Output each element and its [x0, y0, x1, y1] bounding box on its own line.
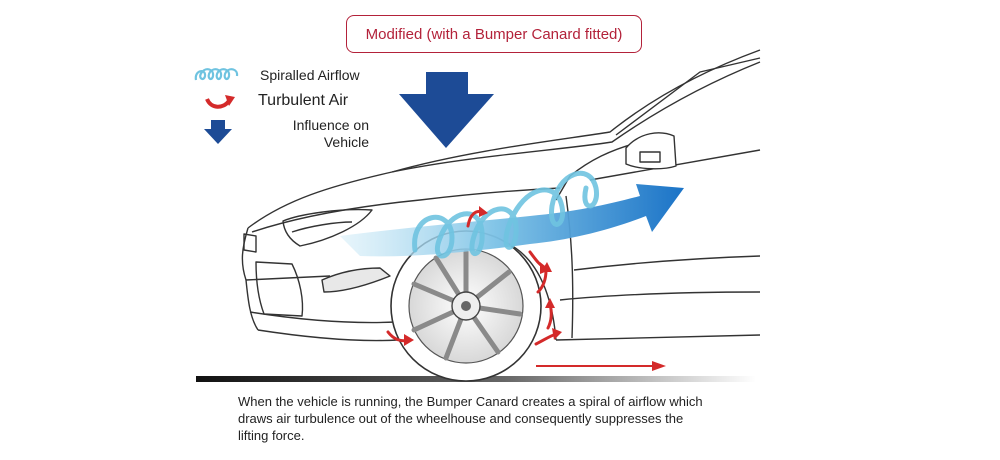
spiral-airflow-icon: [194, 68, 239, 81]
influence-arrow-icon: [204, 120, 232, 144]
legend-influence-label: Influence on Vehicle: [292, 117, 369, 150]
front-wheel: [390, 230, 542, 382]
turbulent-air-icon: [205, 95, 235, 109]
downforce-arrow: [399, 72, 494, 148]
airflow-spiral: [340, 170, 684, 259]
diagram-title: Modified (with a Bumper Canard fitted): [346, 15, 642, 53]
caption-text: When the vehicle is running, the Bumper …: [238, 394, 703, 443]
legend-spiral-label: Spiralled Airflow: [260, 67, 360, 83]
car-outline: [241, 49, 761, 342]
direction-arrow: [536, 361, 666, 371]
turbulence-arrows: [386, 206, 562, 346]
legend-turbulent-label: Turbulent Air: [258, 92, 349, 109]
